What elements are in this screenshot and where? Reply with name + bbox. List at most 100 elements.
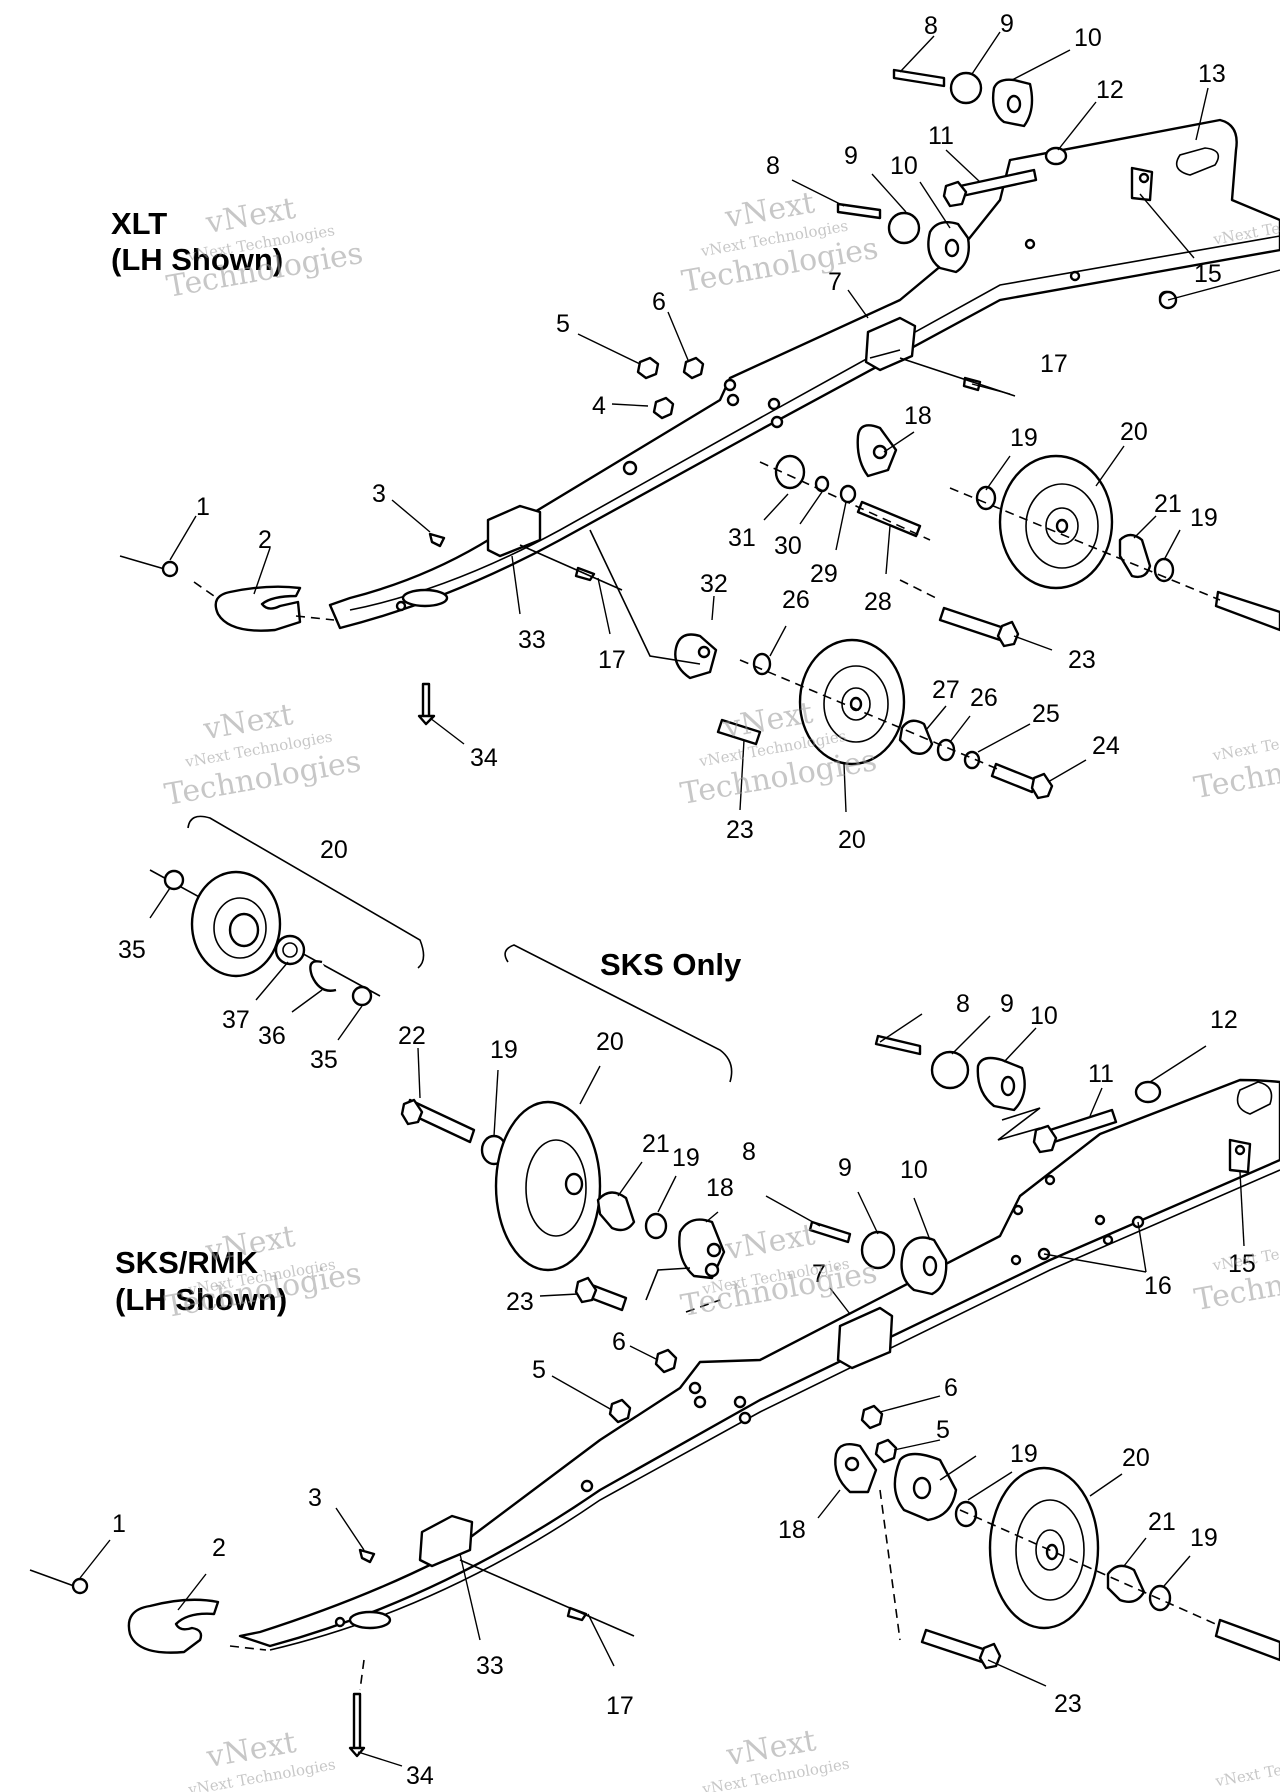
callout: 16 [1144, 1272, 1172, 1300]
callout: 6 [652, 288, 666, 316]
sks-slide-rail [238, 1078, 1280, 1648]
callout: 15 [1228, 1250, 1256, 1278]
sks-only-heading: SKS Only [600, 947, 742, 982]
nut-4 [652, 396, 675, 420]
callouts-middle: 20 35 35 36 37 [118, 836, 348, 1074]
bearing-37 [274, 934, 306, 966]
callout: 9 [1000, 10, 1014, 38]
xlt-assembly [119, 68, 1280, 800]
washer-19-lower-b [1148, 1584, 1172, 1612]
callout: 26 [970, 684, 998, 712]
spacer-21a [1118, 533, 1152, 579]
callout: 17 [1040, 350, 1068, 378]
snap-ring-36 [309, 960, 337, 992]
rail-tip-cap-lower [127, 1598, 220, 1654]
bolt-35a [163, 869, 185, 891]
spacer-9-mid [887, 211, 921, 245]
callout: 19 [1190, 1524, 1218, 1552]
callout: 20 [1120, 418, 1148, 446]
clip-3 [428, 532, 446, 548]
callout: 37 [222, 1006, 250, 1034]
callout: 10 [1074, 24, 1102, 52]
wheel-detail [149, 815, 425, 1007]
sks-rmk-heading: SKS/RMK [115, 1245, 259, 1280]
callout: 2 [212, 1534, 226, 1562]
callout: 12 [1210, 1006, 1238, 1034]
bolt-8-mid [836, 202, 882, 220]
watermark-text: vNext Technologies [1210, 1231, 1280, 1275]
bolt-23-lower [920, 1628, 988, 1664]
callout: 19 [1190, 504, 1218, 532]
bolt-8-top [892, 68, 946, 88]
washer-19-sks-b [644, 1212, 668, 1240]
callout: 21 [642, 1130, 670, 1158]
bolt-24 [990, 762, 1038, 794]
callout: 1 [196, 493, 210, 521]
callout: 11 [928, 122, 954, 150]
spacer-9-top [949, 71, 983, 105]
nut-5 [636, 356, 660, 380]
wear-block-33 [486, 504, 542, 558]
nut-6 [682, 356, 705, 380]
callout: 30 [774, 532, 802, 560]
callouts-lower: 1 2 3 5 5 6 6 7 8 8 9 9 10 10 11 12 15 1… [112, 990, 1256, 1790]
callout: 9 [1000, 990, 1014, 1018]
callout: 5 [532, 1356, 546, 1384]
callout: 23 [726, 816, 754, 844]
idler-wheel-20a [998, 454, 1114, 590]
leader-lines [79, 31, 1280, 1767]
watermark-text: vNext [722, 1217, 818, 1267]
washer-19-lower [954, 1500, 978, 1528]
callout: 9 [838, 1154, 852, 1182]
washer-26a [752, 652, 772, 676]
callout: 17 [606, 1692, 634, 1720]
callout: 21 [1154, 490, 1182, 518]
callout: 33 [476, 1652, 504, 1680]
callout: 20 [1122, 1444, 1150, 1472]
spacer-21-sks [596, 1191, 636, 1232]
callout: 35 [118, 936, 146, 964]
callout: 1 [112, 1510, 126, 1538]
callout: 20 [320, 836, 348, 864]
spacer-27 [898, 719, 934, 755]
washer-12 [1044, 146, 1068, 166]
watermark-text: vNext [202, 1219, 298, 1269]
washer-19b [1153, 557, 1175, 583]
callout: 11 [1088, 1060, 1114, 1088]
callout: 28 [864, 588, 892, 616]
watermark-text: vNext Technologies [1213, 1747, 1280, 1791]
callout: 20 [596, 1028, 624, 1056]
callout: 20 [838, 826, 866, 854]
callout: 12 [1096, 76, 1124, 104]
callout: 8 [766, 152, 780, 180]
callout: 32 [700, 570, 728, 598]
callout: 8 [956, 990, 970, 1018]
callout: 5 [936, 1416, 950, 1444]
callout: 21 [1148, 1508, 1176, 1536]
callout: 23 [1068, 646, 1096, 674]
callout: 10 [900, 1156, 928, 1184]
callout: 17 [598, 646, 626, 674]
callout: 19 [1010, 1440, 1038, 1468]
callout: 15 [1194, 260, 1222, 288]
callout: 4 [592, 392, 606, 420]
callout: 23 [506, 1288, 534, 1316]
bolt-23a [938, 606, 1006, 642]
washer-12-lower [1134, 1080, 1162, 1104]
callout: 7 [828, 268, 842, 296]
callout: 8 [742, 1138, 756, 1166]
xlt-heading: XLT [111, 206, 167, 241]
wear-block-7 [864, 316, 917, 372]
sks-rmk-subheading: (LH Shown) [115, 1282, 287, 1317]
xlt-subheading: (LH Shown) [111, 242, 283, 277]
callout: 2 [258, 526, 272, 554]
callout: 10 [890, 152, 918, 180]
spacer-9-lower-mid [860, 1230, 896, 1270]
callout: 24 [1092, 732, 1120, 760]
callout: 35 [310, 1046, 338, 1074]
callout: 10 [1030, 1002, 1058, 1030]
callout: 22 [398, 1022, 426, 1050]
rail-slot [401, 588, 449, 608]
callout: 34 [406, 1762, 434, 1790]
callout: 27 [932, 676, 960, 704]
